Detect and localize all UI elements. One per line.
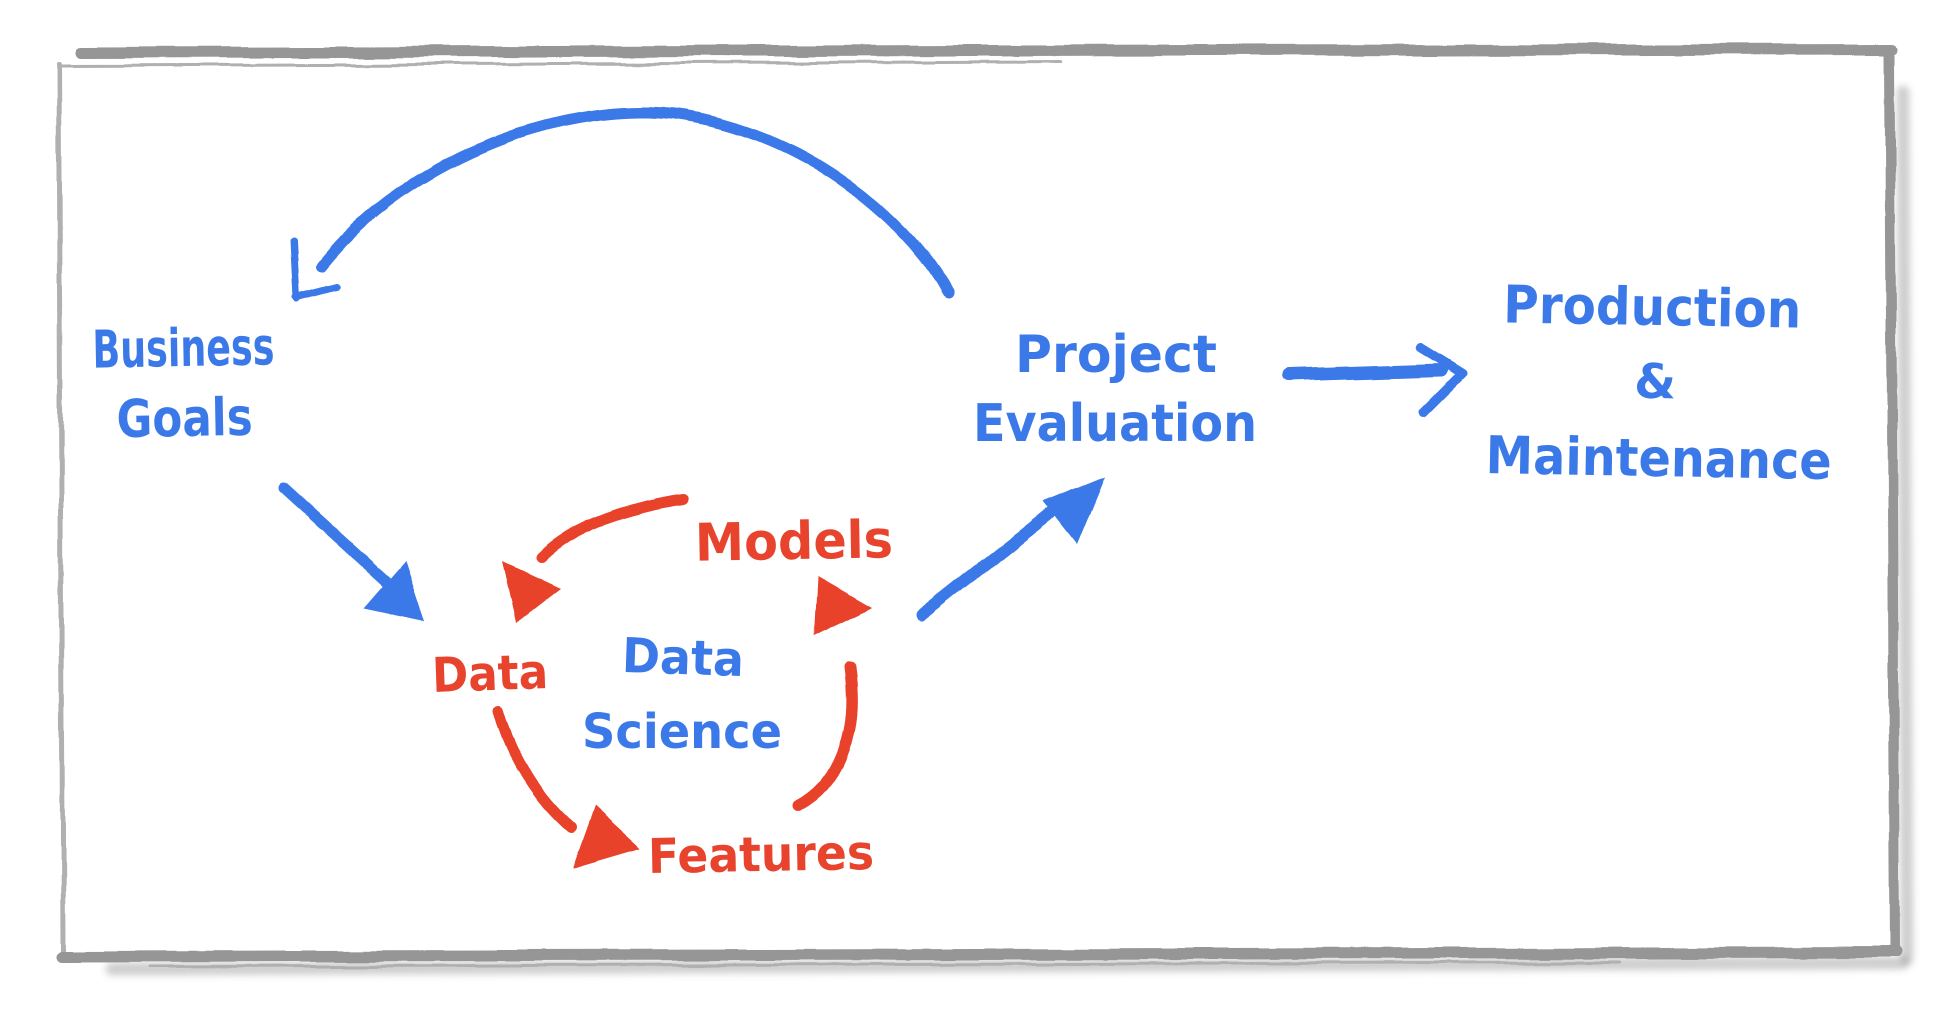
edges-layer [278,106,1467,868]
arrow-evaluation-to-business-arc [316,106,954,299]
arrow-features-to-models-arrowhead [815,576,872,636]
node-features-label: Features [648,825,875,885]
node-production-maintenance: Production & Maintenance [1485,275,1832,492]
arrow-evaluation-to-production-arrowhead [1415,342,1467,417]
project-evaluation-line2: Evaluation [973,394,1257,454]
production-maintenance-line1: Production [1503,275,1802,340]
frame-shadow-right [1896,85,1914,965]
arrow-models-to-data-arrowhead [502,561,560,622]
frame-shadow [105,85,1914,976]
frame-shadow-bottom [105,956,1910,976]
arrow-business-to-data-shaft [278,483,392,588]
frame-top-echo [60,60,1062,68]
arrow-business-to-data-arrowhead [363,561,425,622]
arrow-evaluation-to-production-shaft [1282,363,1448,382]
arrow-data-to-features-shaft [493,706,577,833]
frame-left [56,61,66,953]
business-goals-line2: Goals [116,388,253,450]
arrow-data-to-features-arrowhead [573,806,641,868]
arrow-features-to-models-shaft [791,660,857,813]
nodes-layer: Business Goals Project Evaluation Produc… [92,275,1832,885]
arrow-cycle-to-evaluation-arrowhead [1043,477,1105,545]
production-maintenance-line3: Maintenance [1485,426,1832,492]
data-science-line2: Science [582,704,782,760]
whiteboard-frame [56,43,1914,976]
data-science-line1: Data [621,628,745,688]
node-business-goals: Business Goals [92,317,275,450]
business-goals-line1: Business [92,317,275,380]
node-models-label: Models [694,510,893,573]
arrow-models-to-data-shaft [535,493,690,563]
node-data-science: Data Science [582,628,782,760]
arrow-cycle-to-evaluation-shaft [915,508,1056,622]
node-data-label: Data [431,644,549,704]
frame-bottom [56,946,1903,962]
frame-right [1885,50,1900,956]
arrow-evaluation-to-business-arrowhead [290,238,342,302]
node-project-evaluation: Project Evaluation [973,325,1257,454]
frame-top [74,43,1898,59]
frame-bottom-echo [148,960,1622,968]
project-evaluation-line1: Project [1015,325,1217,385]
production-maintenance-line2: & [1634,354,1677,411]
